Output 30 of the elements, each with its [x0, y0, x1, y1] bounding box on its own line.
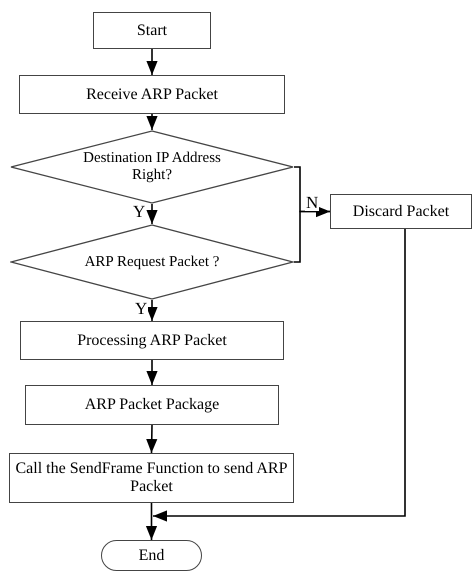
arrow [146, 204, 158, 224]
arrow [146, 49, 158, 75]
arrow [146, 503, 158, 540]
arrow [146, 424, 158, 454]
edge-label: N [305, 194, 320, 211]
node-text: Call the SendFrame Function to send ARP Packet [14, 460, 288, 496]
arrow [146, 360, 158, 385]
process-box [20, 321, 284, 360]
node-text: Receive ARP Packet [86, 86, 218, 104]
process-box [9, 453, 294, 503]
node-text: Processing ARP Packet [77, 332, 227, 350]
process-box [19, 75, 285, 114]
decision-diamond [10, 130, 294, 204]
decision-diamond [10, 224, 294, 300]
arrow [294, 206, 330, 263]
process-box [330, 194, 472, 229]
node-text: Start [136, 22, 168, 40]
node-text: ARP Packet Package [84, 396, 220, 414]
edge-label: Y [134, 300, 148, 317]
edge-label: Y [132, 203, 146, 220]
arrow [146, 300, 158, 321]
node-text: Destination IP Address Right? [82, 150, 222, 184]
terminal-shape [101, 540, 202, 571]
process-box [93, 12, 211, 49]
node-text: Discard Packet [352, 202, 450, 220]
node-text: ARP Request Packet ? [84, 254, 220, 270]
arrow [153, 229, 406, 522]
node-text: End [138, 546, 164, 564]
process-box [25, 385, 279, 425]
arrow [146, 114, 158, 130]
